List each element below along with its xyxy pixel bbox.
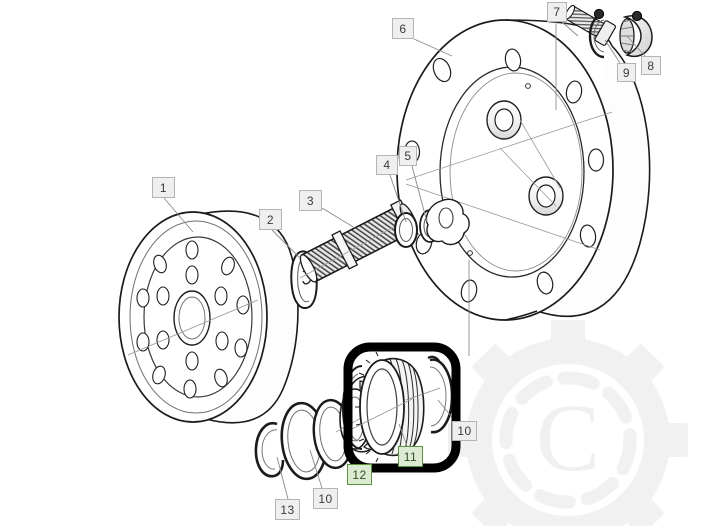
watermark-gear-icon: C xyxy=(448,320,688,526)
callout-label-7[interactable]: 7 xyxy=(547,2,567,22)
selection-highlight[interactable] xyxy=(343,342,461,473)
leader-line-11 xyxy=(398,423,408,447)
part-planet-gear-11 xyxy=(341,351,425,463)
callout-label-12[interactable]: 12 xyxy=(347,464,372,485)
part-cup-washer-8 xyxy=(619,10,653,57)
part-brake-drum-disc xyxy=(118,210,299,424)
callout-label-6[interactable]: 6 xyxy=(392,18,414,39)
assembly-guide-lines xyxy=(405,22,557,401)
part-shim-washer-5 xyxy=(419,198,470,246)
callout-label-4[interactable]: 4 xyxy=(376,155,398,175)
callout-label-8[interactable]: 8 xyxy=(641,56,661,75)
leader-line-10b xyxy=(309,449,323,489)
leader-line-8 xyxy=(626,35,646,57)
part-snap-ring-10a xyxy=(427,355,454,434)
callout-label-11[interactable]: 11 xyxy=(398,446,423,467)
leader-line-5 xyxy=(411,165,428,223)
callout-label-2[interactable]: 2 xyxy=(259,209,282,230)
callout-label-13[interactable]: 13 xyxy=(275,499,300,520)
part-circlip-9 xyxy=(588,8,605,59)
callout-label-1[interactable]: 1 xyxy=(152,177,175,198)
leader-line-2 xyxy=(271,229,301,259)
leader-line-6 xyxy=(413,38,453,57)
part-stud-bolt-7 xyxy=(564,4,617,46)
part-hub-housing xyxy=(396,19,651,321)
part-thrust-washer-4 xyxy=(394,212,418,248)
part-retaining-ring-13 xyxy=(254,421,285,478)
svg-text:C: C xyxy=(536,384,600,491)
leader-line-7 xyxy=(561,21,579,37)
leader-line-9 xyxy=(604,39,621,64)
callout-leader-lines xyxy=(163,21,646,500)
callout-label-9[interactable]: 9 xyxy=(617,63,636,82)
callout-label-10a[interactable]: 10 xyxy=(452,421,477,441)
leader-line-1 xyxy=(163,197,194,233)
leader-line-13 xyxy=(276,456,289,500)
callout-label-3[interactable]: 3 xyxy=(299,190,322,211)
callout-label-5[interactable]: 5 xyxy=(399,146,417,166)
leader-line-4 xyxy=(389,174,407,223)
callout-label-10b[interactable]: 10 xyxy=(313,488,338,509)
leader-line-3 xyxy=(321,207,356,229)
